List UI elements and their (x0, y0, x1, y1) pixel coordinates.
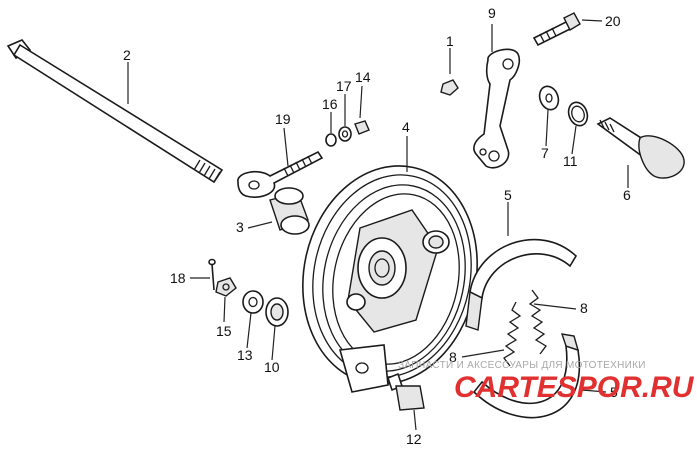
brake-shoe-upper (465, 238, 578, 331)
panel-bolt (387, 372, 425, 411)
axle (6, 39, 224, 184)
wear-indicator (538, 85, 560, 111)
callout-5b: 5 (610, 384, 618, 400)
callout-11: 11 (563, 153, 578, 169)
callout-19: 19 (275, 111, 291, 127)
callout-20: 20 (605, 13, 621, 29)
callout-9: 9 (488, 5, 496, 21)
callout-6: 6 (623, 187, 631, 203)
o-ring (567, 101, 589, 127)
callout-15: 15 (216, 323, 232, 339)
callout-1: 1 (446, 33, 454, 49)
brake-arm (473, 48, 521, 169)
washer (242, 290, 264, 314)
pin (208, 258, 216, 291)
callout-13: 13 (237, 347, 253, 363)
callout-12: 12 (406, 431, 422, 447)
watermark: ЗАПЧАСТИ И АКСЕССУАРЫ ДЛЯ МОТОТЕХНИКИ CA… (398, 360, 695, 404)
seal (265, 297, 289, 327)
arm-bolt (532, 12, 581, 47)
callout-10: 10 (264, 359, 280, 375)
callout-8b: 8 (449, 349, 457, 365)
callout-18: 18 (170, 270, 186, 286)
arm-nut (440, 79, 459, 96)
callout-lines (127, 19, 629, 431)
nut (215, 277, 237, 297)
callout-14: 14 (355, 69, 371, 85)
spring-right (528, 289, 547, 355)
callout-16: 16 (322, 96, 338, 112)
callout-17: 17 (336, 78, 352, 94)
callout-8a: 8 (580, 300, 588, 316)
watermark-tagline: ЗАПЧАСТИ И АКСЕССУАРЫ ДЛЯ МОТОТЕХНИКИ (398, 360, 646, 371)
brake-panel (302, 165, 478, 393)
adjuster-bolt (237, 150, 324, 198)
callout-labels: 1 2 3 4 5 5 6 7 8 8 9 10 11 12 13 14 15 … (123, 5, 631, 447)
callout-4: 4 (402, 119, 410, 135)
callout-2: 2 (123, 47, 131, 63)
small-washers (325, 120, 370, 147)
watermark-site: CARTESPOR.RU (454, 371, 695, 404)
callout-7: 7 (541, 145, 549, 161)
callout-3: 3 (236, 219, 244, 235)
brake-shoe-lower (472, 333, 581, 419)
callout-5a: 5 (504, 187, 512, 203)
spring-left (503, 301, 522, 367)
brake-cam (596, 117, 685, 179)
collar (269, 187, 310, 235)
